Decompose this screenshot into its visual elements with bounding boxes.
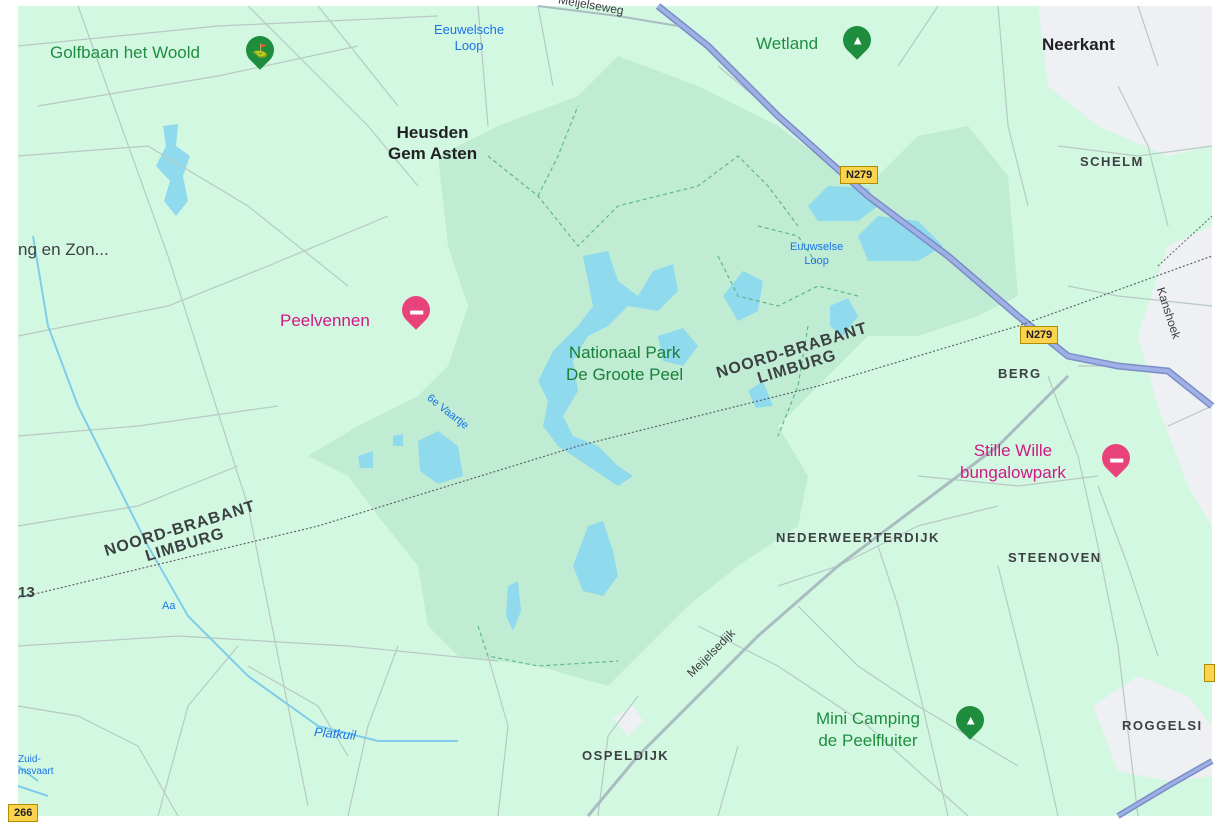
lake-north-1 bbox=[808, 186, 878, 221]
ospeldijk-label: OSPELDIJK bbox=[582, 748, 670, 763]
road-13-label: 13 bbox=[18, 584, 35, 601]
vaartje-pond bbox=[418, 431, 463, 484]
steenoven-label: STEENOVEN bbox=[1008, 550, 1102, 565]
park-water-center bbox=[658, 328, 698, 366]
nederweerterdijk-label: NEDERWEERTERDIJK bbox=[776, 530, 940, 545]
zuid-willemsvaart-label: Zuid- msvaart bbox=[18, 754, 54, 777]
waterways bbox=[17, 235, 458, 797]
roggel-town-area bbox=[1093, 676, 1212, 781]
n279-shield-north: N279 bbox=[840, 166, 879, 184]
park-water-main bbox=[538, 251, 678, 486]
park-label[interactable]: Nationaal Park De Groote Peel bbox=[566, 343, 684, 384]
ospeldijk-area bbox=[613, 706, 643, 736]
berg-label: BERG bbox=[998, 366, 1042, 381]
south-water-1 bbox=[573, 521, 618, 596]
meijelsedijk-road bbox=[586, 374, 1070, 817]
mini-camping-label[interactable]: Mini Camping de Peelfluiter bbox=[816, 709, 920, 750]
lake-north-2 bbox=[858, 216, 943, 261]
n279-shield-south: N279 bbox=[1020, 326, 1059, 344]
park-water-east bbox=[723, 271, 763, 321]
highways bbox=[655, 3, 1215, 819]
neerkant-label[interactable]: Neerkant bbox=[1042, 35, 1115, 54]
small-pond-1 bbox=[358, 451, 373, 468]
map-canvas[interactable]: Golfbaan het Woold ⛳ Eeuwelsche Loop Mei… bbox=[8, 0, 1215, 822]
small-pond-2 bbox=[393, 434, 403, 446]
stille-wille-label[interactable]: Stille Wille bungalowpark bbox=[960, 441, 1066, 482]
park-trails bbox=[477, 105, 859, 667]
map-graphics bbox=[17, 3, 1215, 819]
golfbaan-label[interactable]: Golfbaan het Woold bbox=[50, 43, 200, 62]
park-water-east-2 bbox=[748, 381, 773, 408]
aa-label: Aa bbox=[162, 600, 176, 612]
peelvennen-label[interactable]: Peelvennen bbox=[280, 311, 370, 330]
lake-nw bbox=[156, 124, 190, 216]
eeuwelsche-loop-label: Eeuwelsche Loop bbox=[434, 22, 505, 53]
heusden-label[interactable]: Heusden Gem Asten bbox=[388, 123, 478, 163]
south-water-2 bbox=[506, 581, 521, 631]
park-water-right bbox=[830, 298, 858, 336]
zon-partial-label[interactable]: ng en Zon... bbox=[18, 240, 109, 259]
meijelseweg-road bbox=[537, 5, 679, 27]
road-266-shield: 266 bbox=[8, 804, 39, 822]
roggelse-label: ROGGELSI bbox=[1122, 718, 1203, 733]
neerkant-town-area bbox=[1038, 6, 1212, 156]
euuwselse-loop-label: Euuwselse Loop bbox=[790, 241, 844, 267]
province-border bbox=[17, 255, 1213, 599]
edge-road-shield bbox=[1204, 664, 1215, 682]
wetland-label[interactable]: Wetland bbox=[756, 34, 819, 53]
schelm-label: SCHELM bbox=[1080, 154, 1144, 169]
border-ne bbox=[1157, 215, 1213, 267]
minor-roads bbox=[17, 5, 1213, 817]
